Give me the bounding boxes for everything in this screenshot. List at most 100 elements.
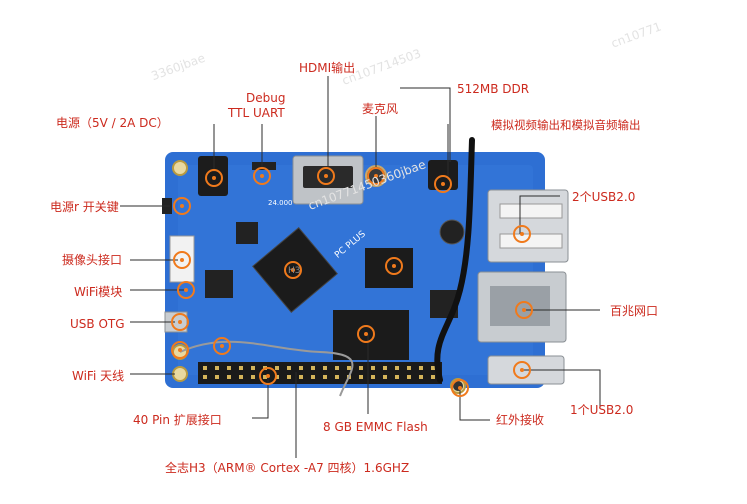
marker-ring-icon <box>515 301 533 319</box>
label-ir: 红外接收 <box>496 413 545 427</box>
emmc-chip <box>333 310 409 360</box>
label-usb2-bottom: 1个USB2.0 <box>570 403 634 417</box>
marker-ring-icon <box>451 379 469 397</box>
mount-hole <box>172 366 188 382</box>
gpio-pin <box>371 366 375 370</box>
pcb-trace-area <box>178 165 533 375</box>
gpio-pin <box>359 366 363 370</box>
gpio-pin <box>287 366 291 370</box>
label-wifi-module: WiFi模块 <box>74 285 123 299</box>
marker-ring-icon <box>171 341 189 359</box>
marker-dot-icon <box>392 264 396 268</box>
gpio-pin <box>275 375 279 379</box>
marker-ring-icon <box>434 175 452 193</box>
label-ethernet: 百兆网口 <box>610 304 659 318</box>
usb-slot <box>499 203 563 219</box>
marker-dot-icon <box>458 386 462 390</box>
gpio-pin <box>215 366 219 370</box>
gpio-pin <box>299 366 303 370</box>
label-power-dc: 电源（5V / 2A DC） <box>56 116 169 130</box>
marker-dot-icon <box>522 308 526 312</box>
marker-dot-icon <box>374 174 378 178</box>
leader-line <box>520 369 601 408</box>
gpio-pin <box>431 375 435 379</box>
marker-ring-icon <box>173 251 191 269</box>
marker-ring-icon <box>173 197 191 215</box>
marker-dot-icon <box>180 258 184 262</box>
marker-dot-icon <box>520 232 524 236</box>
marker-dot-icon <box>520 368 524 372</box>
gpio-pin <box>275 366 279 370</box>
gpio-pin <box>407 375 411 379</box>
label-gpio: 40 Pin 扩展接口 <box>133 413 222 427</box>
gpio-pin <box>323 375 327 379</box>
gpio-header <box>198 362 442 384</box>
gpio-pin <box>383 375 387 379</box>
leader-line <box>519 195 560 234</box>
wifi-module <box>205 270 233 298</box>
gpio-pin <box>407 366 411 370</box>
marker-ring-icon <box>367 167 385 185</box>
gpio-pin <box>335 375 339 379</box>
label-usb2-top: 2个USB2.0 <box>572 190 636 204</box>
marker-ring-icon <box>259 367 277 385</box>
label-camera: 摄像头接口 <box>62 253 123 267</box>
label-hdmi: HDMI输出 <box>299 61 356 75</box>
marker-dot-icon <box>178 320 182 324</box>
leader-line <box>252 378 269 419</box>
marker-ring-icon <box>177 281 195 299</box>
pcb <box>165 152 545 388</box>
marker-ring-icon <box>513 225 531 243</box>
gpio-pin <box>431 366 435 370</box>
label-debug-line1: Debug <box>246 91 286 105</box>
capacitor <box>439 219 465 245</box>
label-usb-otg: USB OTG <box>70 317 125 331</box>
label-ddr: 512MB DDR <box>457 82 530 96</box>
gpio-pin <box>203 375 207 379</box>
leader-line <box>459 390 490 421</box>
label-power-switch: 电源r 开关键 <box>50 200 119 214</box>
gpio-pin <box>287 375 291 379</box>
gpio-pin <box>335 366 339 370</box>
antenna-cable <box>179 340 354 397</box>
marker-ring-icon <box>205 169 223 187</box>
mount-hole <box>172 160 188 176</box>
label-av-out: 模拟视频输出和模拟音频输出 <box>491 118 641 132</box>
gpio-pin <box>215 375 219 379</box>
gpio-pin <box>323 366 327 370</box>
gpio-pin <box>395 375 399 379</box>
marker-ring-icon <box>357 325 375 343</box>
crystal-marking: 24.000 <box>268 199 293 207</box>
marker-rings <box>171 167 533 397</box>
leader-line <box>400 87 451 162</box>
gpio-pin <box>251 375 255 379</box>
dc-jack <box>198 156 228 196</box>
marker-ring-icon <box>213 337 231 355</box>
antenna-wire <box>434 137 475 383</box>
usb-slot <box>499 233 563 249</box>
marker-ring-icon <box>253 167 271 185</box>
gpio-pin <box>395 366 399 370</box>
marker-dot-icon <box>441 182 445 186</box>
gpio-pin <box>383 366 387 370</box>
marker-ring-icon <box>317 167 335 185</box>
marker-dot-icon <box>184 288 188 292</box>
label-emmc: 8 GB EMMC Flash <box>323 420 428 434</box>
gpio-pin <box>347 366 351 370</box>
gpio-pin <box>419 366 423 370</box>
gpio-pin <box>311 375 315 379</box>
leader-lines <box>120 76 601 458</box>
soc-marking: H3 <box>288 266 301 276</box>
gpio-pin <box>419 375 423 379</box>
gpio-pin <box>371 375 375 379</box>
gpio-pin <box>299 375 303 379</box>
gpio-pin <box>359 375 363 379</box>
marker-dot-icon <box>266 374 270 378</box>
gpio-pin <box>251 366 255 370</box>
label-soc: 全志H3（ARM® Cortex -A7 四核）1.6GHZ <box>165 461 410 475</box>
gpio-pin <box>227 366 231 370</box>
label-debug-line2: TTL UART <box>228 106 285 120</box>
marker-dot-icon <box>178 348 182 352</box>
marker-dot-icon <box>291 268 295 272</box>
